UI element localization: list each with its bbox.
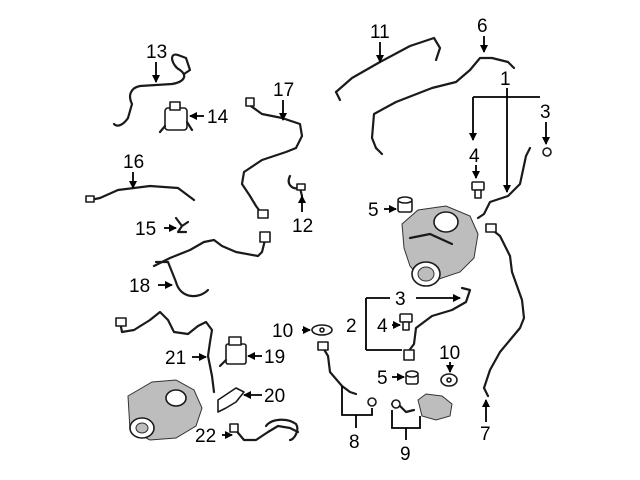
callout-labels: 1 3 4 5 6 11 13 14 16 15 17 12 18 2 3 4 … (123, 16, 551, 465)
part-10-gasket (311, 324, 333, 336)
part-4-bolt (471, 181, 485, 199)
callout-5-lower: 5 (377, 368, 388, 389)
callout-1: 1 (500, 69, 511, 90)
part-21-pipe (115, 310, 216, 394)
part-14-valve (158, 101, 194, 134)
callout-3: 3 (540, 102, 551, 123)
part-8-pipe (317, 341, 377, 407)
part-3-pipe (403, 286, 472, 361)
callout-2: 2 (346, 316, 357, 337)
part-1-pipe (476, 146, 552, 220)
callout-14: 14 (207, 107, 229, 128)
callout-8: 8 (349, 432, 360, 453)
callout-16: 16 (123, 152, 144, 173)
part-5-fitting (397, 196, 413, 213)
part-5-fitting-lower (405, 370, 419, 385)
part-6-pipe (370, 56, 516, 156)
part-18-pipe (152, 231, 271, 298)
callout-11: 11 (370, 22, 390, 43)
part-19-solenoid (218, 336, 247, 368)
part-10-gasket-right (440, 373, 458, 387)
callout-3-mid: 3 (395, 289, 406, 310)
part-9-assembly (390, 393, 453, 421)
callout-20: 20 (264, 386, 285, 407)
callout-7: 7 (480, 424, 491, 445)
part-17-pipe (240, 97, 304, 219)
callout-21: 21 (165, 348, 186, 369)
callout-10: 10 (272, 321, 293, 342)
callout-6: 6 (477, 16, 488, 37)
callout-17: 17 (273, 80, 294, 101)
part-7-pipe (482, 223, 526, 398)
callout-19: 19 (264, 347, 285, 368)
part-13-hose (112, 53, 192, 127)
callout-18: 18 (129, 276, 150, 297)
callout-13: 13 (146, 42, 167, 63)
part-20-bracket (217, 387, 245, 413)
part-16-pipe (85, 184, 196, 203)
callout-10-right: 10 (439, 343, 460, 364)
callout-12: 12 (292, 216, 313, 237)
turbocharger-lower (127, 379, 203, 441)
turbocharger (401, 205, 479, 287)
callout-4-mid: 4 (377, 316, 388, 337)
part-11-pipe (334, 36, 442, 102)
part-4-bolt-middle (399, 313, 413, 331)
callout-4: 4 (469, 146, 480, 167)
callout-5: 5 (368, 200, 379, 221)
leader-lines (129, 36, 550, 440)
part-12-hose (287, 174, 306, 198)
part-22-hose (229, 418, 300, 442)
part-15-clip (174, 216, 190, 234)
callout-9: 9 (400, 444, 411, 465)
callout-22: 22 (195, 426, 216, 447)
callout-15: 15 (135, 219, 156, 240)
